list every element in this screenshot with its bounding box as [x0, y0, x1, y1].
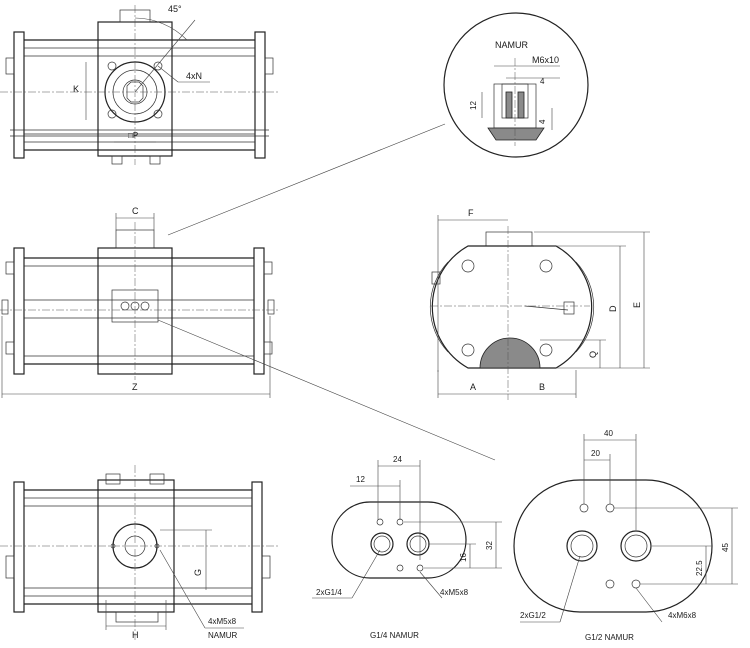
side-view [430, 215, 650, 400]
detail-leader [167, 123, 446, 236]
label-angle: 45° [168, 4, 182, 14]
label-e: E [632, 302, 642, 308]
top-view [0, 5, 280, 165]
label-k: K [73, 84, 79, 94]
label-12: 12 [469, 101, 478, 110]
label-g: G [193, 569, 203, 576]
label-c: C [132, 206, 139, 216]
label-a: A [470, 382, 476, 392]
label-g14-32: 32 [485, 541, 494, 550]
label-b: B [539, 382, 545, 392]
bottom-view [0, 465, 280, 640]
label-h: H [132, 630, 139, 640]
label-4xn: 4xN [186, 71, 202, 81]
label-g12-20: 20 [591, 449, 600, 458]
label-d: D [608, 305, 618, 312]
label-g12-40: 40 [604, 429, 613, 438]
label-g12-holes: 4xM6x8 [668, 611, 697, 620]
g12-flange [513, 434, 738, 623]
label-g12-45: 45 [721, 543, 730, 552]
front-view [0, 213, 280, 398]
label-namur-detail: NAMUR [495, 40, 528, 50]
label-4-side: 4 [538, 119, 547, 124]
label-m6x10: M6x10 [532, 55, 559, 65]
label-g14-ports: 2xG1/4 [316, 588, 342, 597]
label-g14-16: 16 [459, 553, 468, 562]
label-q: Q [588, 351, 598, 358]
label-z: Z [132, 382, 138, 392]
label-bottom-holes: 4xM5x8 [208, 617, 237, 626]
label-f: F [468, 208, 474, 218]
label-g12-225: 22.5 [695, 560, 704, 576]
label-g12-ports: 2xG1/2 [520, 611, 546, 620]
namur-detail [443, 12, 589, 158]
label-g14-24: 24 [393, 455, 402, 464]
label-g12-caption: G1/2 NAMUR [585, 633, 634, 642]
label-square-p: □P [128, 131, 138, 140]
label-g14-caption: G1/4 NAMUR [370, 631, 419, 640]
g14-flange [312, 460, 502, 599]
label-g14-holes: 4xM5x8 [440, 588, 469, 597]
label-4-top: 4 [540, 77, 545, 86]
label-bottom-namur: NAMUR [208, 631, 238, 640]
port-leader [157, 319, 496, 461]
label-g14-12: 12 [356, 475, 365, 484]
